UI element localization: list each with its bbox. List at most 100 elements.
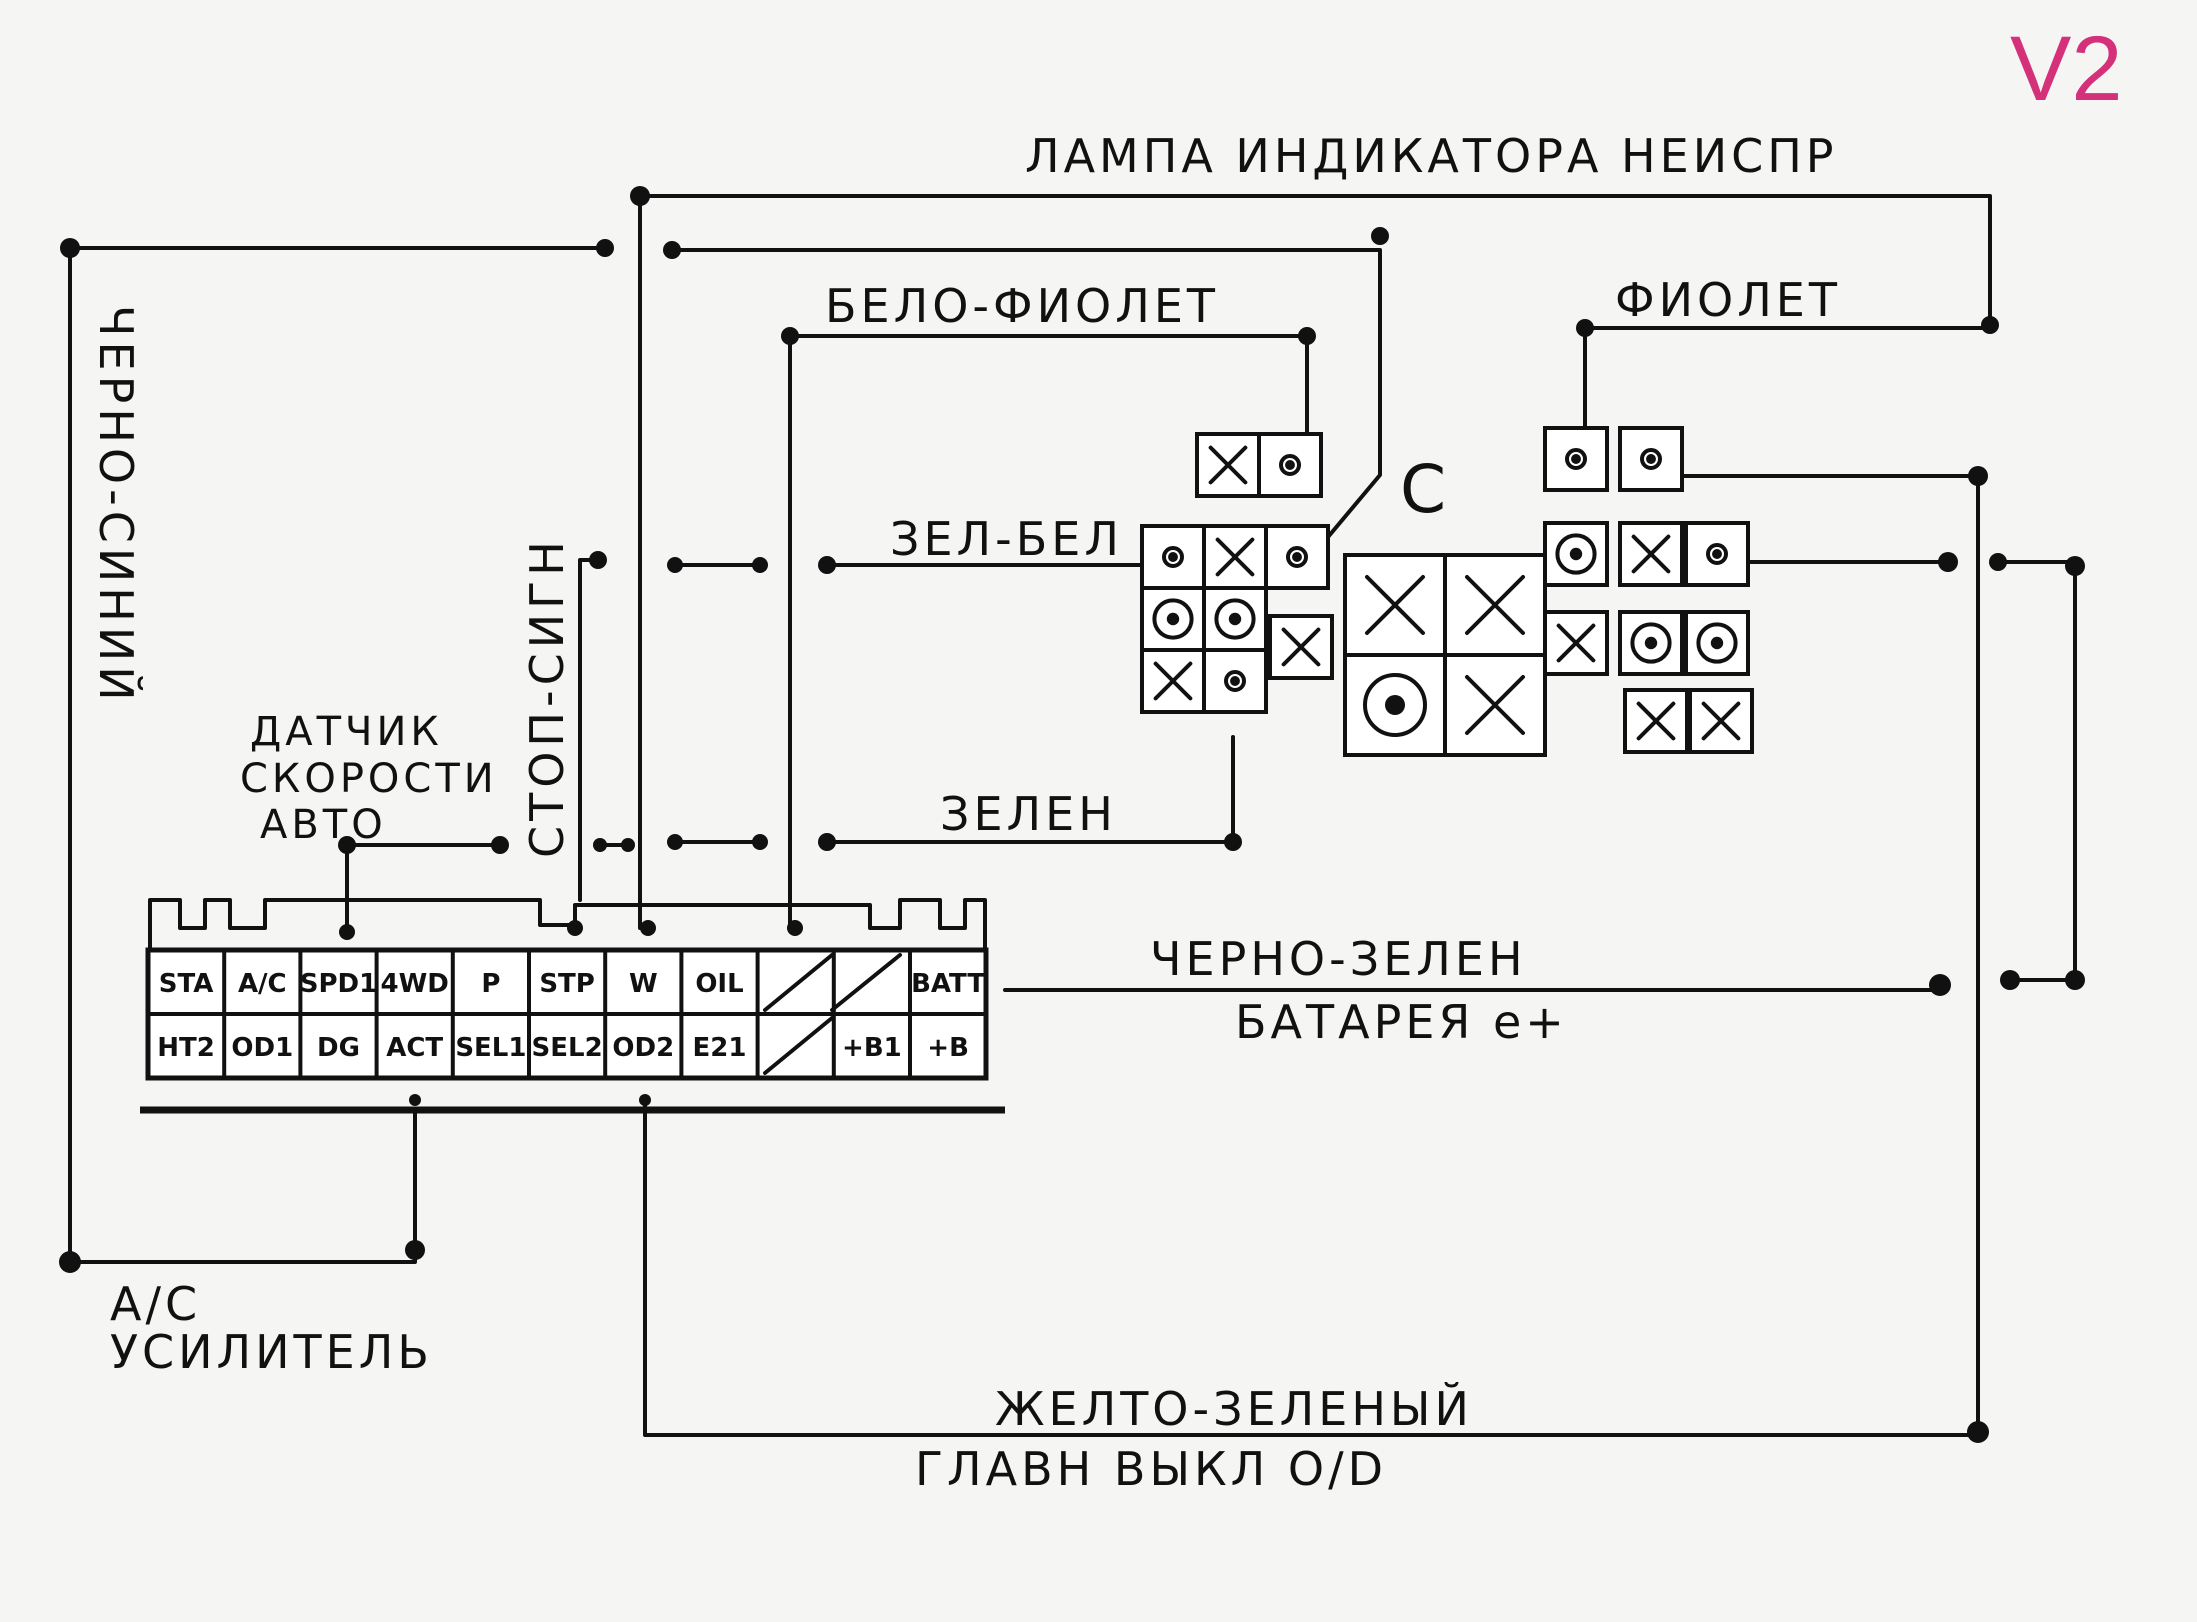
terminal bbox=[1967, 1421, 1989, 1443]
label-violet: ФИОЛЕТ bbox=[1615, 273, 1841, 327]
label-green-white: ЗЕЛ-БЕЛ bbox=[890, 512, 1123, 566]
terminal bbox=[667, 557, 683, 573]
ecu-pin-4wd: 4WD bbox=[381, 969, 449, 999]
ecu-pin-w: W bbox=[629, 969, 658, 999]
pin-ring bbox=[1569, 547, 1583, 561]
label-ac-amp-2: УСИЛИТЕЛЬ bbox=[110, 1325, 433, 1379]
pin-dot bbox=[1565, 448, 1587, 470]
cross-mark bbox=[1465, 675, 1525, 735]
pin-dot bbox=[1571, 454, 1581, 464]
pin-ring bbox=[1228, 612, 1242, 626]
ecu-pin-oil: OIL bbox=[695, 969, 743, 999]
ecu-pin-sel1: SEL1 bbox=[455, 1033, 526, 1063]
ecu-pin-spd1: SPD1 bbox=[300, 969, 377, 999]
pin-dot bbox=[1224, 670, 1246, 692]
label-od-switch: ГЛАВН ВЫКЛ O/D bbox=[915, 1442, 1387, 1496]
pin-dot-od1 bbox=[409, 1094, 421, 1106]
terminal bbox=[1989, 553, 2007, 571]
cross-mark bbox=[1208, 445, 1248, 485]
pin-ring bbox=[1630, 622, 1672, 664]
terminal bbox=[1224, 833, 1242, 851]
terminal bbox=[781, 327, 799, 345]
terminal bbox=[1968, 466, 1988, 486]
connector-c-cell bbox=[1443, 553, 1547, 657]
wire-terminals bbox=[59, 186, 2085, 1443]
cross-mark bbox=[1215, 537, 1255, 577]
terminal bbox=[1371, 227, 1389, 245]
pin-dot bbox=[1646, 454, 1656, 464]
terminal bbox=[2065, 970, 2085, 990]
label-lamp: ЛАМПА ИНДИКАТОРА НЕИСПР bbox=[1025, 129, 1838, 183]
ecu-pin-sel2: SEL2 bbox=[532, 1033, 603, 1063]
terminal bbox=[2000, 970, 2020, 990]
label-speed-sensor-1: ДАТЧИК bbox=[250, 709, 443, 755]
connector-c-cell bbox=[1257, 432, 1323, 498]
label-green: ЗЕЛЕН bbox=[940, 787, 1117, 841]
wire-battery-loop bbox=[1996, 560, 2077, 982]
label-brake: СТОП-СИГН bbox=[520, 536, 574, 858]
pin-dot-oil bbox=[787, 920, 803, 936]
wire-black-blue bbox=[68, 246, 607, 1264]
terminal bbox=[818, 833, 836, 851]
ecu-pin-od1: OD1 bbox=[231, 1033, 293, 1063]
cross-mark bbox=[1631, 534, 1671, 574]
ecu-empty-slash bbox=[830, 953, 902, 1012]
wire-lamp bbox=[638, 194, 1992, 930]
terminal bbox=[2065, 556, 2085, 576]
terminal bbox=[630, 186, 650, 206]
ecu-pin-dg: DG bbox=[317, 1033, 360, 1063]
terminal bbox=[405, 1240, 425, 1260]
label-black-blue: ЧЕРНО-СИНИЙ bbox=[89, 305, 143, 706]
connector-c-cell bbox=[1618, 610, 1684, 676]
ecu-pin-b1: +B1 bbox=[842, 1033, 902, 1063]
ecu-pin-act: ACT bbox=[386, 1033, 443, 1063]
pin-ring bbox=[1710, 636, 1724, 650]
ecu-pin-ht2: HT2 bbox=[157, 1033, 215, 1063]
label-ac-amp-1: A/C bbox=[110, 1277, 201, 1331]
terminal bbox=[1298, 327, 1316, 345]
wire-white-violet bbox=[788, 334, 1309, 930]
label-connector-c: С bbox=[1400, 451, 1450, 528]
pin-ring bbox=[1166, 612, 1180, 626]
terminal bbox=[1929, 974, 1951, 996]
ecu-empty-slash bbox=[763, 1016, 834, 1075]
pin-ring bbox=[1214, 598, 1256, 640]
cross-mark bbox=[1365, 575, 1425, 635]
label-speed-sensor-3: АВТО bbox=[260, 802, 387, 848]
cross-mark bbox=[1153, 661, 1193, 701]
pin-ring bbox=[1696, 622, 1738, 664]
ecu-pin-p: P bbox=[481, 969, 500, 999]
label-speed-sensor-2: СКОРОСТИ bbox=[240, 756, 498, 802]
pin-dot bbox=[1162, 546, 1184, 568]
labels: ЛАМПА ИНДИКАТОРА НЕИСПР БЕЛО-ФИОЛЕТ ФИОЛ… bbox=[89, 129, 1841, 1496]
terminal bbox=[1938, 552, 1958, 572]
wire-bus-right bbox=[643, 474, 1980, 1437]
cross-mark bbox=[1556, 623, 1596, 663]
pin-dot bbox=[1230, 676, 1240, 686]
label-battery: БАТАРЕЯ е+ bbox=[1235, 995, 1568, 1049]
terminal bbox=[60, 238, 80, 258]
ecu-connector-top-edge bbox=[148, 898, 987, 952]
terminal bbox=[1981, 316, 1999, 334]
wire-top-inner bbox=[670, 248, 1382, 570]
pin-dot bbox=[1706, 543, 1728, 565]
cross-mark bbox=[1465, 575, 1525, 635]
pin-ring bbox=[1644, 636, 1658, 650]
connector-c bbox=[1140, 426, 1754, 757]
cross-mark bbox=[1281, 627, 1321, 667]
pin-dot bbox=[1168, 552, 1178, 562]
label-black-green: ЧЕРНО-ЗЕЛЕН bbox=[1150, 932, 1527, 986]
terminal bbox=[818, 556, 836, 574]
ecu-pin-ac: A/C bbox=[238, 969, 287, 999]
ecu-pin-od2: OD2 bbox=[612, 1033, 674, 1063]
terminal bbox=[589, 551, 607, 569]
ecu-empty-slash bbox=[763, 953, 834, 1012]
label-yellow-green: ЖЕЛТО-ЗЕЛЕНЫЙ bbox=[995, 1382, 1473, 1436]
cross-mark bbox=[1636, 701, 1676, 741]
pin-dot bbox=[1292, 552, 1302, 562]
ecu-pin-sta: STA bbox=[159, 969, 214, 999]
pin-dot bbox=[1279, 454, 1301, 476]
wire-speed-sensor bbox=[345, 843, 502, 934]
